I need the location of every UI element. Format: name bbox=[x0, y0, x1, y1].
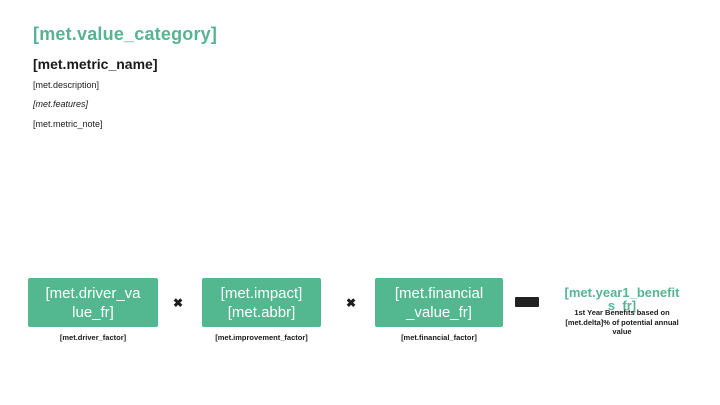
financial-value-line1: [met.financial bbox=[394, 284, 484, 302]
year1-benefits-note: 1st Year Benefits based on [met.delta]% … bbox=[542, 308, 702, 337]
note-line-2: [met.delta]% of potential annual bbox=[565, 317, 679, 327]
impact-line1: [met.impact] bbox=[220, 284, 303, 302]
driver-value-line2: lue_fr] bbox=[72, 303, 114, 321]
year1-benefits-line2: s_fr] bbox=[607, 298, 637, 313]
multiply-icon: ✖ bbox=[345, 296, 357, 310]
impact-box: [met.impact] [met.abbr] bbox=[202, 278, 321, 327]
year1-benefits-line1: [met.year1_benefit bbox=[564, 285, 680, 300]
equals-dash-icon bbox=[515, 297, 539, 307]
note-line-3: value bbox=[612, 327, 632, 336]
metric-name-heading: [met.metric_name] bbox=[33, 56, 158, 72]
financial-value-line2: _value_fr] bbox=[406, 303, 472, 321]
multiply-icon: ✖ bbox=[172, 296, 184, 310]
driver-factor-label: [met.driver_factor] bbox=[59, 333, 127, 342]
value-category-title: [met.value_category] bbox=[33, 24, 218, 44]
metric-description: [met.description] bbox=[33, 80, 100, 90]
improvement-factor-label: [met.improvement_factor] bbox=[215, 333, 308, 342]
note-line-1: 1st Year Benefits based on bbox=[574, 308, 670, 317]
financial-factor-label: [met.financial_factor] bbox=[401, 333, 477, 342]
driver-value-box: [met.driver_va lue_fr] bbox=[28, 278, 158, 327]
metric-note: [met.metric_note] bbox=[33, 119, 103, 129]
financial-value-box: [met.financial _value_fr] bbox=[375, 278, 503, 327]
driver-value-line1: [met.driver_va bbox=[45, 284, 141, 302]
metric-features: [met.features] bbox=[33, 99, 89, 109]
impact-line2: [met.abbr] bbox=[227, 303, 296, 321]
